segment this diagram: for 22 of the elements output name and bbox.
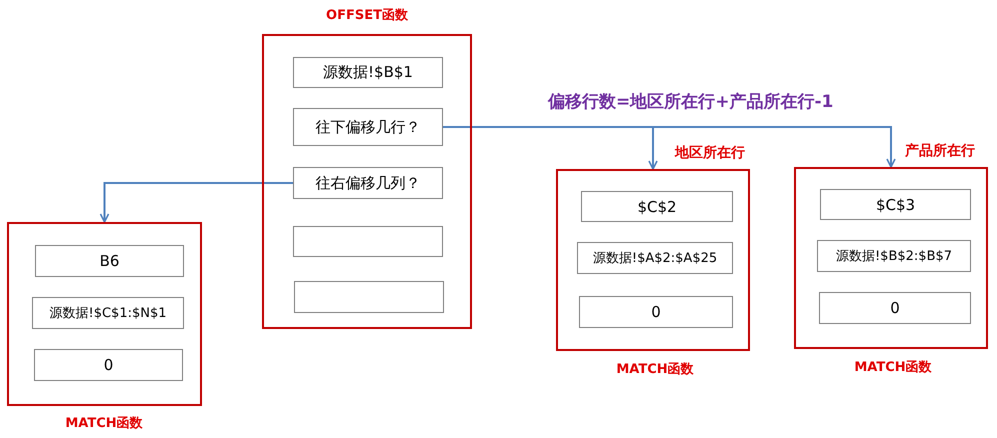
formula-note: 偏移行数=地区所在行+产品所在行-1 (548, 91, 834, 113)
empty-box (294, 281, 444, 313)
argument-box: $C$3 (820, 189, 971, 220)
empty-box (293, 226, 443, 257)
function-caption: OFFSET函数 (326, 7, 408, 24)
argument-box: $C$2 (581, 191, 733, 222)
argument-box: 0 (34, 349, 183, 381)
argument-box: 源数据!$B$1 (293, 57, 443, 88)
argument-box: 源数据!$A$2:$A$25 (577, 242, 733, 274)
argument-box: 往右偏移几列？ (293, 167, 443, 199)
argument-box: 0 (819, 292, 971, 324)
function-caption: MATCH函数 (616, 361, 694, 378)
argument-box: 源数据!$C$1:$N$1 (32, 297, 184, 329)
function-caption: MATCH函数 (65, 415, 143, 432)
arrow (100, 182, 293, 223)
edge-label: 产品所在行 (905, 142, 975, 160)
argument-box: B6 (35, 245, 184, 277)
function-caption: MATCH函数 (854, 359, 932, 376)
edge-label: 地区所在行 (675, 144, 745, 162)
argument-box: 0 (579, 296, 733, 328)
argument-box: 往下偏移几行？ (293, 108, 443, 146)
argument-box: 源数据!$B$2:$B$7 (817, 240, 971, 272)
